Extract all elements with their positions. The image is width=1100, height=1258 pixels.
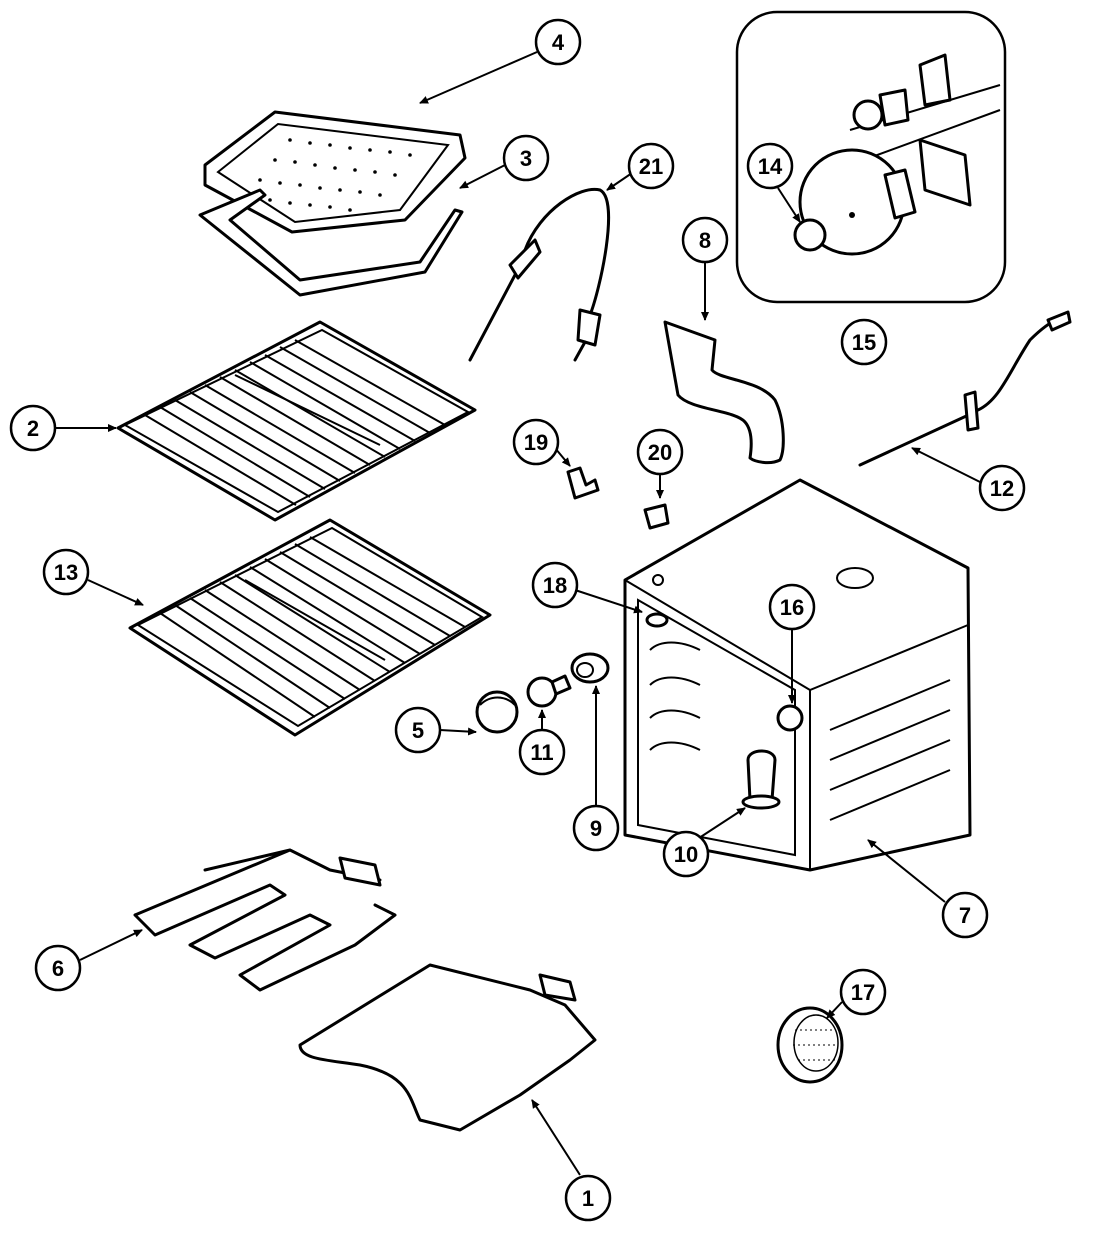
callout-12: 12 xyxy=(978,464,1026,512)
oven-rack-upper xyxy=(116,320,477,522)
svg-text:3: 3 xyxy=(520,146,532,171)
callout-8: 8 xyxy=(681,216,729,264)
small-block xyxy=(643,503,670,530)
callout-20: 20 xyxy=(636,428,684,476)
svg-text:9: 9 xyxy=(590,816,602,841)
light-socket xyxy=(570,652,610,684)
broil-element xyxy=(133,848,397,992)
grommet xyxy=(645,612,669,628)
leader-14 xyxy=(777,187,801,223)
light-cover xyxy=(776,1006,844,1084)
vent-duct xyxy=(663,320,785,465)
callout-13: 13 xyxy=(42,548,90,596)
callout-19: 19 xyxy=(512,418,560,466)
callout-16: 16 xyxy=(768,583,816,631)
leader-12 xyxy=(911,447,983,484)
bake-element xyxy=(298,963,597,1132)
leader-7 xyxy=(867,839,946,903)
leader-3 xyxy=(459,164,506,189)
svg-text:2: 2 xyxy=(27,416,39,441)
svg-text:12: 12 xyxy=(990,476,1014,501)
svg-text:19: 19 xyxy=(524,430,548,455)
callout-1: 1 xyxy=(564,1174,612,1222)
callout-18: 18 xyxy=(531,561,579,609)
svg-text:15: 15 xyxy=(852,330,876,355)
svg-text:1: 1 xyxy=(582,1186,594,1211)
svg-text:8: 8 xyxy=(699,228,711,253)
callout-9: 9 xyxy=(572,804,620,852)
callout-6: 6 xyxy=(34,944,82,992)
broiler-pan xyxy=(198,188,464,297)
callout-10: 10 xyxy=(662,830,710,878)
callout-3: 3 xyxy=(502,134,550,182)
light-lens xyxy=(475,690,519,734)
leader-18 xyxy=(574,589,643,614)
leader-6 xyxy=(79,929,143,961)
leader-13 xyxy=(87,579,144,606)
callout-4: 4 xyxy=(534,18,582,66)
svg-text:18: 18 xyxy=(543,573,567,598)
svg-text:14: 14 xyxy=(758,154,783,179)
callout-7: 7 xyxy=(941,891,989,939)
callout-15: 15 xyxy=(840,318,888,366)
oven-cavity xyxy=(623,478,972,872)
svg-text:11: 11 xyxy=(530,740,553,765)
svg-text:5: 5 xyxy=(412,718,424,743)
leader-17 xyxy=(826,1001,843,1019)
broiler-pan-insert xyxy=(203,110,467,234)
convection-fan-inset xyxy=(735,10,1007,304)
leader-1 xyxy=(531,1099,581,1176)
svg-text:13: 13 xyxy=(54,560,78,585)
svg-text:21: 21 xyxy=(639,154,663,179)
leader-4 xyxy=(419,51,538,104)
cavity-plug xyxy=(776,704,804,732)
svg-text:20: 20 xyxy=(648,440,672,465)
leader-5 xyxy=(439,727,477,736)
oven-rack-lower xyxy=(128,518,492,737)
meat-probe xyxy=(468,187,611,362)
callout-11: 11 xyxy=(518,728,566,776)
svg-text:10: 10 xyxy=(674,842,698,867)
callout-2: 2 xyxy=(9,404,57,452)
svg-text:7: 7 xyxy=(959,903,971,928)
leader-19 xyxy=(554,447,571,467)
svg-text:17: 17 xyxy=(851,980,875,1005)
callout-17: 17 xyxy=(839,968,887,1016)
clip xyxy=(566,466,600,500)
svg-text:16: 16 xyxy=(780,595,804,620)
leader-21 xyxy=(606,172,633,191)
callout-21: 21 xyxy=(627,142,675,190)
leader-10 xyxy=(695,807,746,841)
callout-5: 5 xyxy=(394,706,442,754)
temperature-sensor xyxy=(858,310,1072,467)
svg-text:6: 6 xyxy=(52,956,64,981)
light-bulb xyxy=(526,674,572,708)
svg-text:4: 4 xyxy=(552,30,565,55)
callout-14: 14 xyxy=(746,142,794,190)
